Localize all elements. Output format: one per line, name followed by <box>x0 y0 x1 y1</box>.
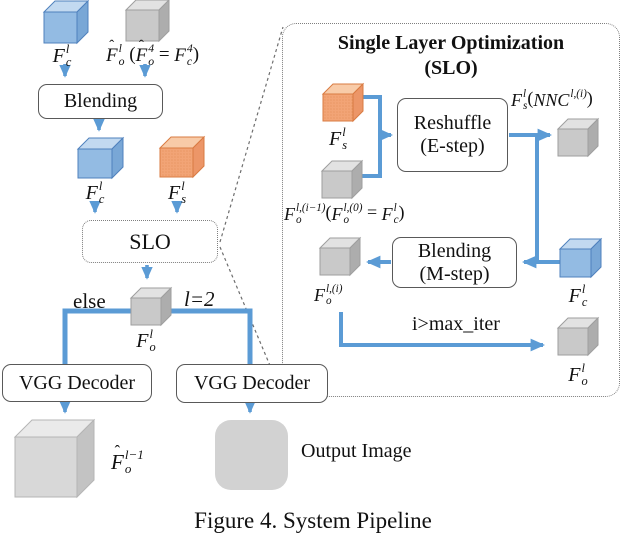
gray-cube-nnc <box>556 117 600 158</box>
blending-box: Blending <box>38 84 163 119</box>
slo-detail-panel <box>282 23 620 397</box>
iter-condition-label: i>max_iter <box>412 313 500 335</box>
gray-cube-fo-iter <box>318 236 362 277</box>
orange-cube-fs-panel <box>321 82 365 123</box>
panel-title: Single Layer Optimization (SLO) <box>290 31 612 81</box>
vgg-decoder-left-box: VGG Decoder <box>2 364 152 402</box>
vgg-decoder-right-box: VGG Decoder <box>176 364 328 403</box>
figure-caption: Figure 4. System Pipeline <box>194 508 432 533</box>
vgg-decoder-left-label: VGG Decoder <box>18 371 136 394</box>
slo-box-label: SLO <box>129 229 171 254</box>
zoom-connector-top-line <box>219 26 284 243</box>
blending-mstep-line1: Blending <box>417 239 492 262</box>
panel-title-line1: Single Layer Optimization <box>337 32 565 54</box>
panel-title-line2: (SLO) <box>424 57 478 79</box>
blending-mstep-line2: (M-step) <box>419 262 490 285</box>
gray-cube-fo-result <box>129 286 173 327</box>
output-image-thumbnail <box>215 420 288 490</box>
else-branch-label: else <box>73 289 106 313</box>
blue-cube-fc-blended <box>76 136 125 180</box>
l2-branch-label: l=2 <box>184 287 215 311</box>
output-image-label: Output Image <box>301 440 412 462</box>
blending-mstep-box: Blending (M-step) <box>392 237 517 288</box>
blending-box-label: Blending <box>63 90 138 112</box>
blue-cube-fc-input <box>42 0 90 45</box>
orange-cube-fs <box>158 135 206 179</box>
arrow-maxiter <box>339 312 546 352</box>
reshuffle-box: Reshuffle (E-step) <box>397 98 508 172</box>
reshuffle-label-line1: Reshuffle <box>413 112 492 134</box>
big-gray-cube-fo-hat <box>13 418 96 499</box>
gray-cube-fo-init <box>124 0 170 43</box>
slo-box: SLO <box>82 220 218 263</box>
vgg-decoder-right-label: VGG Decoder <box>193 372 311 394</box>
reshuffle-label-line2: (E-step) <box>420 135 485 157</box>
blue-cube-fc-panel <box>558 237 603 279</box>
gray-cube-fo-prev <box>320 159 364 200</box>
gray-cube-fo-final <box>556 316 600 357</box>
